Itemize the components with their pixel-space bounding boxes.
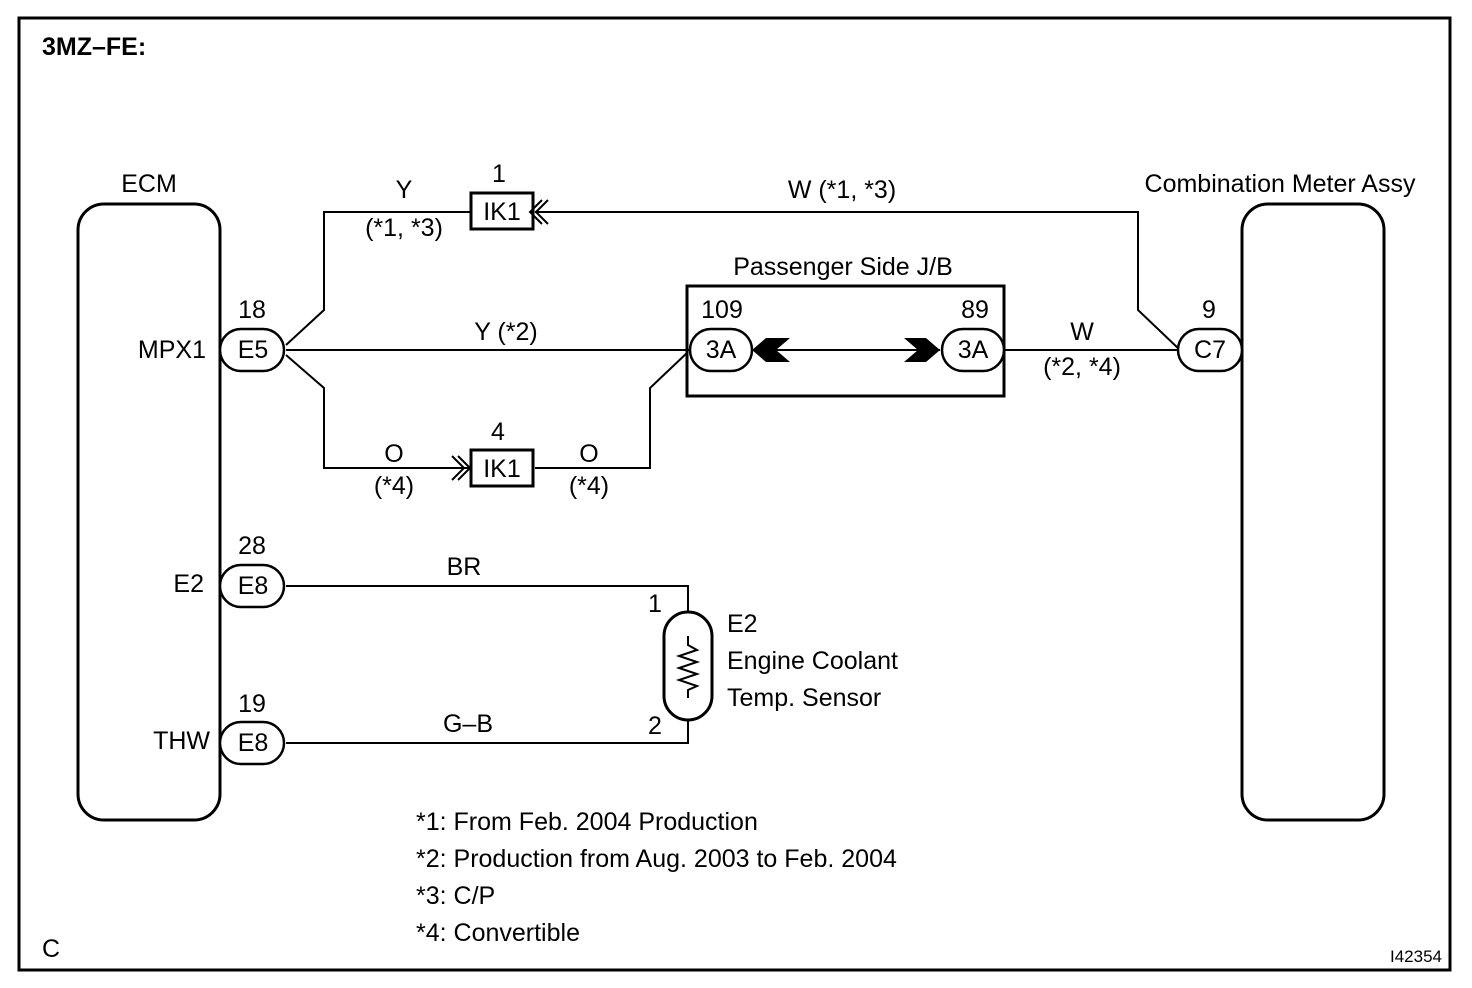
wire-y-mid-label: Y (*2) (474, 318, 537, 346)
meter-pin-9: 9 (1202, 296, 1216, 324)
footnotes: *1: From Feb. 2004 Production *2: Produc… (416, 808, 897, 947)
junction-ik1-bottom-label: IK1 (483, 455, 521, 483)
connectors: 18 E5 MPX1 28 E8 E2 19 E8 THW 9 C7 109 3… (138, 296, 1244, 766)
connector-c7 (1176, 327, 1244, 373)
wire-o-left-note: (*4) (374, 472, 414, 500)
ik1-top-pin: 1 (492, 160, 506, 188)
wire-o-left-color: O (384, 440, 403, 468)
junction-ik1-bottom (469, 448, 535, 488)
ik1-bottom-pin: 4 (491, 418, 505, 446)
wire-y-top-note: (*1, *3) (365, 214, 443, 242)
wires (285, 211, 1181, 744)
wire-w-right-note: (*2, *4) (1043, 353, 1121, 381)
wire-gb-label: G–B (443, 710, 493, 738)
resistor-icon (675, 636, 701, 698)
wire-gb (286, 718, 689, 744)
note-4: *4: Convertible (416, 919, 580, 947)
connector-e8-bottom-label: E8 (238, 729, 269, 757)
note-1: *1: From Feb. 2004 Production (416, 808, 758, 836)
connector-3a-right-label: 3A (958, 336, 989, 364)
connector-e8-top (218, 563, 286, 609)
sensor-name-line1: Engine Coolant (727, 647, 898, 675)
wire-y-top-color: Y (396, 176, 413, 204)
note-2: *2: Production from Aug. 2003 to Feb. 20… (416, 845, 897, 873)
corner-letter: C (42, 935, 60, 963)
ecm-pin-19: 19 (238, 690, 266, 718)
junction-ik1-top-label: IK1 (483, 198, 521, 226)
engine-title: 3MZ–FE: (42, 33, 146, 61)
jb-arrow-right-icon (904, 338, 940, 362)
diagram-frame (17, 16, 1452, 972)
sensor-name-line2: Temp. Sensor (727, 684, 881, 712)
connector-e8-bottom (218, 720, 286, 766)
connector-e8-top-label: E8 (238, 572, 269, 600)
wire-br (286, 585, 689, 614)
wire-o-left (285, 354, 470, 469)
ecm-box (76, 202, 222, 822)
wire-y-top (285, 211, 470, 346)
ecm-pin-18: 18 (238, 296, 266, 324)
jb-pin-109: 109 (701, 296, 743, 324)
connector-e5 (218, 327, 286, 373)
ik1-bottom-chevron-icon (451, 455, 466, 481)
note-3: *3: C/P (416, 882, 495, 910)
sensor-pin-1: 1 (648, 590, 662, 618)
jb-label: Passenger Side J/B (733, 253, 953, 281)
wire-o-right-note: (*4) (569, 472, 609, 500)
meter-box (1240, 202, 1386, 822)
ecm-label: ECM (121, 170, 177, 198)
ecm-pin-28: 28 (238, 532, 266, 560)
jb-pin-89: 89 (961, 296, 989, 324)
junction-ik1-top (469, 191, 535, 231)
wire-br-label: BR (447, 553, 482, 581)
wire-o-right-color: O (579, 440, 598, 468)
signal-thw: THW (153, 727, 210, 755)
ik1-top-chevron2-icon (528, 199, 543, 225)
figure-code: I42354 (1390, 947, 1442, 966)
wire-w-top (535, 211, 1181, 351)
wire-w-top-label: W (*1, *3) (788, 176, 896, 204)
ik1-bottom-chevron2-icon (457, 455, 472, 481)
meter-label: Combination Meter Assy (1145, 170, 1416, 198)
sensor-code: E2 (727, 610, 758, 638)
wire-w-right-color: W (1070, 318, 1094, 346)
connector-3a-left-label: 3A (706, 336, 737, 364)
jb-arrow-left-icon (752, 338, 790, 362)
signal-mpx1: MPX1 (138, 336, 206, 364)
connector-c7-label: C7 (1194, 336, 1226, 364)
ik1-top-chevron-icon (534, 199, 549, 225)
connector-3a-right (940, 327, 1006, 373)
wire-o-right (535, 351, 689, 469)
sensor-pin-2: 2 (648, 712, 662, 740)
connector-e5-label: E5 (238, 336, 269, 364)
signal-e2: E2 (173, 570, 204, 598)
jb-box (685, 284, 1006, 398)
